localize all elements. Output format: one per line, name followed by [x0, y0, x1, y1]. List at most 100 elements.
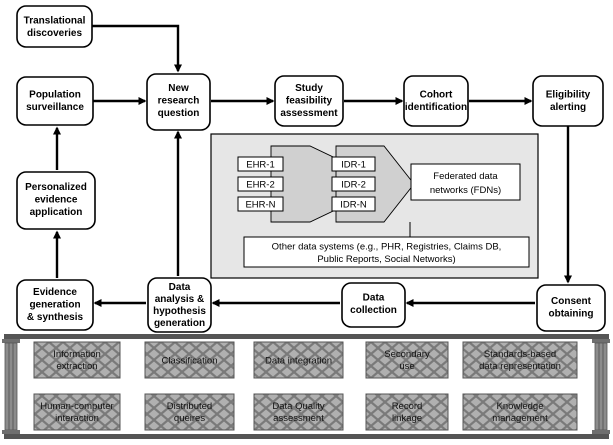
node-evidence-generation: Evidence generation & synthesis	[16, 279, 94, 331]
flow-arrows	[53, 24, 572, 307]
foundation-tile-label: Data integration	[265, 356, 332, 367]
foundation-tile-background	[33, 393, 121, 431]
fdn-label-line1: Federated data	[433, 171, 498, 182]
foundation-tile-label: queires	[174, 413, 205, 424]
node-personalized-evidence: Personalized evidence application	[16, 171, 96, 230]
evidence-line1: Evidence	[33, 287, 77, 298]
translational-line1: Translational	[24, 16, 86, 27]
foundation-tile-background	[365, 341, 449, 379]
foundation-tile-background	[462, 393, 578, 431]
node-translational-discoveries: Translational discoveries	[16, 5, 93, 48]
node-consent-obtaining: Consent obtaining	[536, 284, 606, 332]
idr-n-label: IDR-N	[340, 200, 367, 211]
workflow-nodes: Translational discoveries Population sur…	[16, 5, 606, 333]
question-line3: question	[158, 108, 200, 119]
fdn-label-line2: networks (FDNs)	[430, 185, 501, 196]
idr-1-box	[331, 156, 376, 172]
foundation-tile-label: Record	[392, 401, 423, 412]
personalized-line3: application	[30, 207, 83, 218]
foundation-tile: Data integration	[253, 341, 344, 379]
ehr-1-label: EHR-1	[246, 160, 275, 171]
foundation-tile-label: linkage	[392, 413, 422, 424]
idr-2-label: IDR-2	[341, 180, 366, 191]
foundation-tile-label: data representation	[479, 361, 561, 372]
feasibility-line1: Study	[295, 83, 323, 94]
arrow-translational-to-question	[92, 24, 182, 73]
other-systems-box	[243, 236, 530, 268]
data-sources-panel: EHR-1 EHR-2 EHR-N IDR-1 IDR-2 IDR-N Fede…	[210, 133, 539, 279]
population-line2: surveillance	[26, 102, 84, 113]
idr-2-box	[331, 176, 376, 192]
foundation-tile-background	[462, 341, 578, 379]
foundation-tile: Classification	[144, 341, 235, 379]
other-systems-line2: Public Reports, Social Networks)	[317, 254, 455, 265]
evidence-line2: generation	[29, 300, 80, 311]
foundation-tile-label: Information	[53, 349, 101, 360]
foundation-base	[4, 434, 609, 439]
node-eligibility-alerting: Eligibility alerting	[532, 75, 604, 127]
personalized-line1: Personalized	[25, 182, 87, 193]
right-pillar	[592, 339, 610, 434]
foundation-tile-background	[253, 341, 344, 379]
foundation-tile-background	[253, 393, 344, 431]
foundation-tile-label: management	[492, 413, 548, 424]
population-line1: Population	[29, 90, 81, 101]
foundation-tile-label: Data Quality	[272, 401, 325, 412]
foundation-tile-label: interaction	[55, 413, 99, 424]
translational-line2: discoveries	[27, 28, 82, 39]
ehr-2-label: EHR-2	[246, 180, 275, 191]
foundation-tile-label: Knowledge	[496, 401, 543, 412]
ehr-n-label: EHR-N	[245, 200, 275, 211]
cohort-line2: identification	[405, 102, 467, 113]
foundation-tile-background	[144, 341, 235, 379]
foundation-tile-label: Secondary	[384, 349, 430, 360]
node-cohort-identification: Cohort identification	[403, 75, 469, 127]
foundation-tile-label: Standards-based	[484, 349, 556, 360]
consent-line2: obtaining	[549, 309, 594, 320]
consent-line1: Consent	[551, 296, 592, 307]
other-systems-line1: Other data systems (e.g., PHR, Registrie…	[272, 242, 502, 253]
collection-line2: collection	[350, 305, 397, 316]
idr-n-box	[331, 196, 376, 212]
node-new-research-question: New research question	[146, 73, 211, 131]
foundation-tile-label: Human-computer	[40, 401, 113, 412]
idr-1-label: IDR-1	[341, 160, 366, 171]
ehr-n-box	[237, 196, 284, 212]
foundation-tile-background	[33, 341, 121, 379]
foundation-tile-label: Distributed	[167, 401, 212, 412]
left-pillar	[2, 339, 20, 434]
analysis-line3: hypothesis	[153, 306, 206, 317]
ehr-2-box	[237, 176, 284, 192]
eligibility-line2: alerting	[550, 102, 586, 113]
evidence-line3: & synthesis	[27, 312, 84, 323]
foundation-tile-label: Classification	[162, 356, 218, 367]
analysis-line4: generation	[154, 318, 205, 329]
question-line1: New	[168, 83, 189, 94]
collection-line1: Data	[363, 293, 385, 304]
analysis-line1: Data	[169, 282, 191, 293]
node-population-surveillance: Population surveillance	[16, 76, 94, 126]
foundation-tile-label: extraction	[56, 361, 97, 372]
foundation-tile-label: assessment	[273, 413, 324, 424]
fdn-box	[410, 163, 521, 201]
foundation-tile-background	[365, 393, 449, 431]
ehr-1-box	[237, 156, 284, 172]
personalized-line2: evidence	[35, 195, 78, 206]
feasibility-line2: feasibility	[286, 96, 333, 107]
question-line2: research	[158, 96, 200, 107]
cohort-line1: Cohort	[420, 90, 453, 101]
analysis-line2: analysis &	[155, 294, 204, 305]
foundation-tile-label: use	[399, 361, 414, 372]
node-data-collection: Data collection	[341, 282, 406, 328]
